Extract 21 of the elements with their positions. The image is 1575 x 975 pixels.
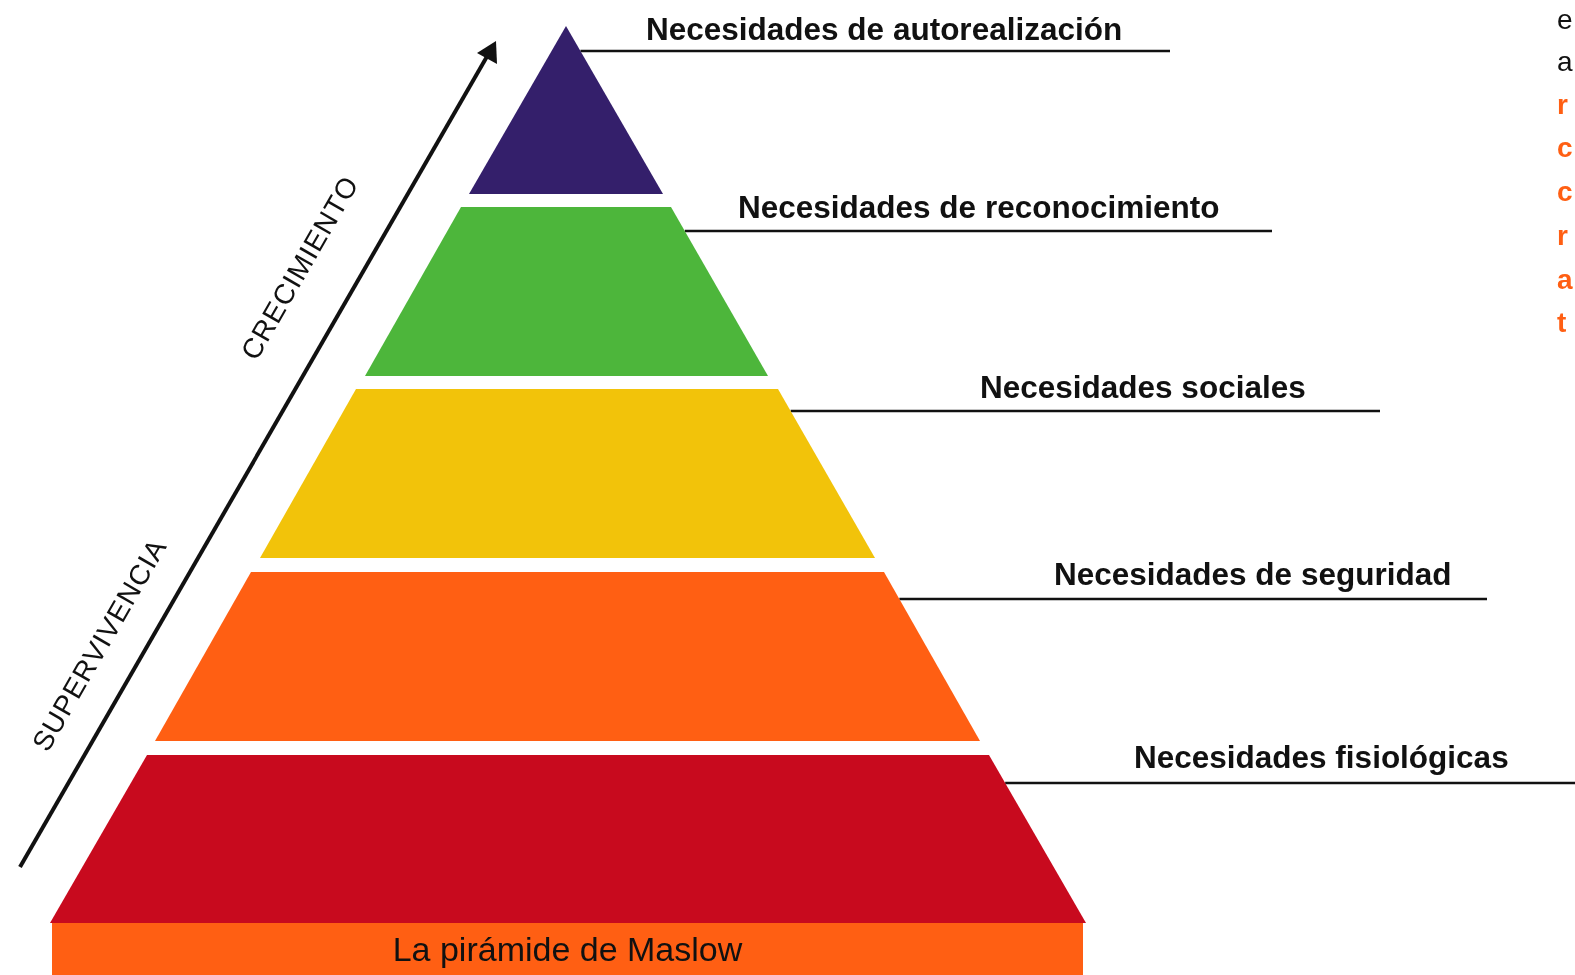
- caption-bar: La pirámide de Maslow: [52, 923, 1083, 975]
- cut-off-text: a: [1557, 46, 1573, 78]
- cut-off-text: t: [1557, 307, 1567, 339]
- cut-off-text: r: [1557, 89, 1568, 121]
- leader-line: [790, 409, 1380, 413]
- leader-line: [580, 49, 1170, 53]
- pyramid-layer: [50, 755, 1086, 923]
- cut-off-text: e: [1557, 4, 1573, 36]
- cut-off-text: c: [1557, 132, 1573, 164]
- level-label: Necesidades de autorealización: [646, 11, 1170, 47]
- cut-off-text: c: [1557, 176, 1573, 208]
- leader-line: [1005, 781, 1575, 785]
- leader-line: [684, 229, 1272, 233]
- level-label: Necesidades de reconocimiento: [738, 189, 1272, 225]
- leader-line: [899, 597, 1487, 601]
- level-label: Necesidades sociales: [980, 369, 1380, 405]
- cut-off-text: a: [1557, 264, 1573, 296]
- pyramid-layer: [260, 389, 875, 558]
- level-label: Necesidades fisiológicas: [1134, 739, 1575, 775]
- level-label: Necesidades de seguridad: [1054, 556, 1487, 592]
- cut-off-text: r: [1557, 220, 1568, 252]
